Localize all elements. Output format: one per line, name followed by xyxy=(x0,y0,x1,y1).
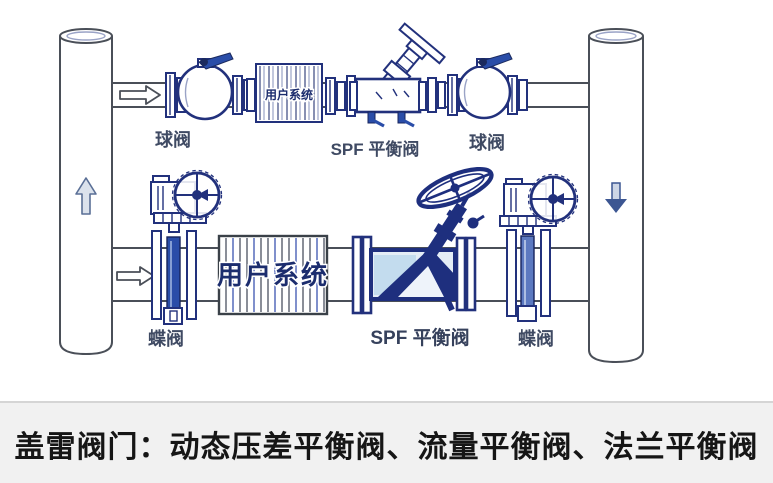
butterfly-valve-right xyxy=(499,173,579,322)
diagram-canvas: 用户系统 xyxy=(59,22,644,364)
user-system-box: 用户系统 xyxy=(215,234,329,316)
t-handle-icon xyxy=(398,22,446,65)
actuator-right xyxy=(499,173,579,235)
caption-bar: 盖雷阀门：动态压差平衡阀、流量平衡阀、法兰平衡阀 xyxy=(0,401,773,483)
flow-down-arrow-icon xyxy=(605,182,627,213)
spf-balance-valve-top xyxy=(349,22,446,128)
bottom-branch-pipe xyxy=(112,247,589,302)
flow-up-arrow-icon xyxy=(75,177,97,215)
butterfly-left-label: 蝶阀 xyxy=(148,328,184,349)
heat-exchanger-box: 用户系统 xyxy=(255,63,323,123)
butterfly-disc xyxy=(166,236,181,314)
heat-exchanger-label: 用户系统 xyxy=(264,87,313,102)
drain-port-icon xyxy=(367,111,385,128)
spf-balance-valve-bottom xyxy=(351,166,494,315)
handwheel-icon xyxy=(416,166,494,210)
right-riser-pipe xyxy=(588,28,644,364)
ball-valve-right-label: 球阀 xyxy=(469,132,505,153)
spf-bottom-label: SPF 平衡阀 xyxy=(370,326,469,349)
ball-valve-top-right xyxy=(447,52,528,120)
ball-valve-top-left xyxy=(165,52,252,121)
flow-right-arrow-top-icon xyxy=(119,85,161,105)
actuator-left xyxy=(150,169,223,233)
butterfly-right-label: 蝶阀 xyxy=(518,328,554,349)
ball-valve-left-label: 球阀 xyxy=(155,129,191,150)
valve-lever-icon xyxy=(198,52,234,70)
handwheel-icon xyxy=(171,169,223,221)
valve-lever-icon xyxy=(477,52,513,70)
flow-right-arrow-bottom-icon xyxy=(116,266,155,286)
butterfly-valve-left xyxy=(150,169,223,325)
user-system-label: 用户系统 xyxy=(217,260,329,290)
drain-port-icon xyxy=(397,111,415,128)
spf-top-label: SPF 平衡阀 xyxy=(331,139,420,159)
butterfly-disc xyxy=(520,235,535,311)
caption-text: 盖雷阀门：动态压差平衡阀、流量平衡阀、法兰平衡阀 xyxy=(14,431,759,464)
drain-port-icon xyxy=(444,297,455,312)
pipe-union xyxy=(246,78,256,112)
pipe-union-pair xyxy=(427,77,446,113)
handwheel-icon xyxy=(527,173,579,225)
left-riser-pipe xyxy=(59,28,113,356)
